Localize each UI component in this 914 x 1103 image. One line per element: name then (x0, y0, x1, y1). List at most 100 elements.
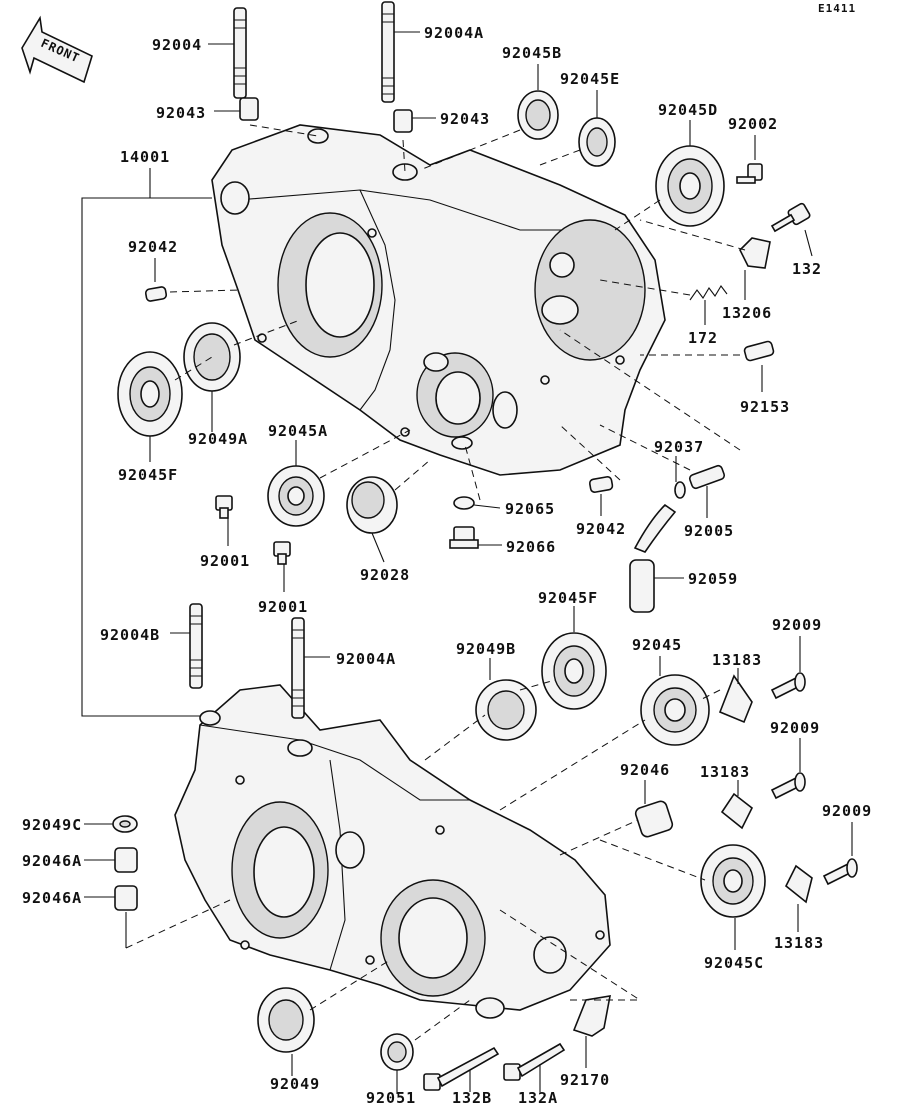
seal-92049b (475, 679, 537, 741)
pin-92042-left (144, 286, 168, 302)
label-92045f-left: 92045F (118, 466, 178, 484)
dowel-92043-right (393, 109, 413, 133)
label-92045d: 92045D (658, 101, 718, 119)
label-92059: 92059 (688, 570, 738, 588)
bolt-92001-b (273, 541, 291, 565)
label-13206: 13206 (722, 304, 772, 322)
label-92043-right: 92043 (440, 110, 490, 128)
label-92009-c: 92009 (822, 802, 872, 820)
bearing-92045e (578, 117, 616, 167)
label-92045f-mid: 92045F (538, 589, 598, 607)
bearing-92045f-mid (541, 632, 607, 710)
label-132-top: 132 (792, 260, 822, 278)
label-92005: 92005 (684, 522, 734, 540)
bearing-92045c (700, 844, 766, 918)
label-92153: 92153 (740, 398, 790, 416)
spring-172 (689, 285, 728, 301)
bolt-132b (423, 1046, 500, 1091)
label-92043-left: 92043 (156, 104, 206, 122)
label-132b: 132B (452, 1089, 492, 1103)
diagram-code: E1411 (818, 2, 856, 15)
seal-92049a (183, 322, 241, 392)
label-92045: 92045 (632, 636, 682, 654)
needle-bearing-92046 (634, 800, 674, 838)
bolt-92002 (736, 163, 763, 184)
bearing-92045f-left (117, 351, 183, 437)
label-172: 172 (688, 329, 718, 347)
bolt-92009-b (770, 772, 806, 800)
label-92009-a: 92009 (772, 616, 822, 634)
bearing-92045a (267, 465, 325, 527)
pin-92042-right (588, 476, 614, 493)
label-92001-a: 92001 (200, 552, 250, 570)
bracket-92170 (572, 995, 611, 1037)
part-labels: 92004 92004A 92045B 92045E 92043 92043 9… (22, 24, 872, 1103)
label-92045e: 92045E (560, 70, 620, 88)
label-92002: 92002 (728, 115, 778, 133)
label-92049a: 92049A (188, 430, 248, 448)
label-92004a-mid: 92004A (336, 650, 396, 668)
label-92049b: 92049B (456, 640, 516, 658)
label-92051: 92051 (366, 1089, 416, 1103)
label-13183-c: 13183 (774, 934, 824, 952)
label-92046a-b: 92046A (22, 889, 82, 907)
needle-bearing-92046a-lower (114, 885, 138, 911)
seal-92049 (257, 987, 315, 1053)
bearing-92045d (655, 145, 725, 227)
label-14001: 14001 (120, 148, 170, 166)
bearing-92045 (640, 674, 710, 746)
label-92042-right: 92042 (576, 520, 626, 538)
dowel-92043-left (239, 97, 259, 121)
label-92049c: 92049C (22, 816, 82, 834)
label-92065: 92065 (505, 500, 555, 518)
label-92046a-a: 92046A (22, 852, 82, 870)
hose-92059 (629, 503, 677, 613)
label-92004b: 92004B (100, 626, 160, 644)
label-92001-b: 92001 (258, 598, 308, 616)
stud-92004 (233, 7, 247, 99)
alignment-lines (125, 124, 746, 1041)
label-132a: 132A (518, 1089, 558, 1103)
label-13183-a: 13183 (712, 651, 762, 669)
fitting-92005 (688, 464, 726, 490)
seal-92051 (380, 1033, 414, 1071)
stud-92004a-top (381, 1, 395, 103)
upper-crankcase-half (211, 124, 666, 476)
label-92037: 92037 (654, 438, 704, 456)
leader-lines (81, 31, 853, 1094)
bolt-132-top (770, 202, 811, 233)
label-92049: 92049 (270, 1075, 320, 1093)
stud-92004b (189, 603, 203, 689)
bolt-92009-c (822, 858, 858, 886)
label-92045b: 92045B (502, 44, 562, 62)
clip-92037 (674, 481, 686, 499)
label-92004: 92004 (152, 36, 202, 54)
bracket-13206 (739, 237, 771, 269)
stud-92004a-mid (291, 617, 305, 719)
bracket-13183-b (720, 792, 754, 830)
plug-92066 (449, 526, 479, 549)
label-92170: 92170 (560, 1071, 610, 1089)
needle-bearing-92046a-upper (114, 847, 138, 873)
label-92046: 92046 (620, 761, 670, 779)
label-92045c: 92045C (704, 954, 764, 972)
bolt-92001-a (215, 495, 233, 519)
bracket-13183-a (718, 674, 753, 724)
label-13183-b: 13183 (700, 763, 750, 781)
label-92045a: 92045A (268, 422, 328, 440)
bracket-13183-c (784, 864, 813, 904)
washer-92049c (112, 815, 138, 833)
bolt-92009-a (770, 672, 806, 700)
bearing-92045b (517, 90, 559, 140)
front-arrow-icon: FRONT (21, 15, 93, 84)
fitting-92153 (743, 340, 775, 362)
bolt-132a (503, 1042, 566, 1081)
label-92028: 92028 (360, 566, 410, 584)
label-92066: 92066 (506, 538, 556, 556)
washer-92065 (453, 496, 475, 510)
label-92009-b: 92009 (770, 719, 820, 737)
label-92042-left: 92042 (128, 238, 178, 256)
label-92004a-top: 92004A (424, 24, 484, 42)
lower-crankcase-half (174, 684, 611, 1019)
